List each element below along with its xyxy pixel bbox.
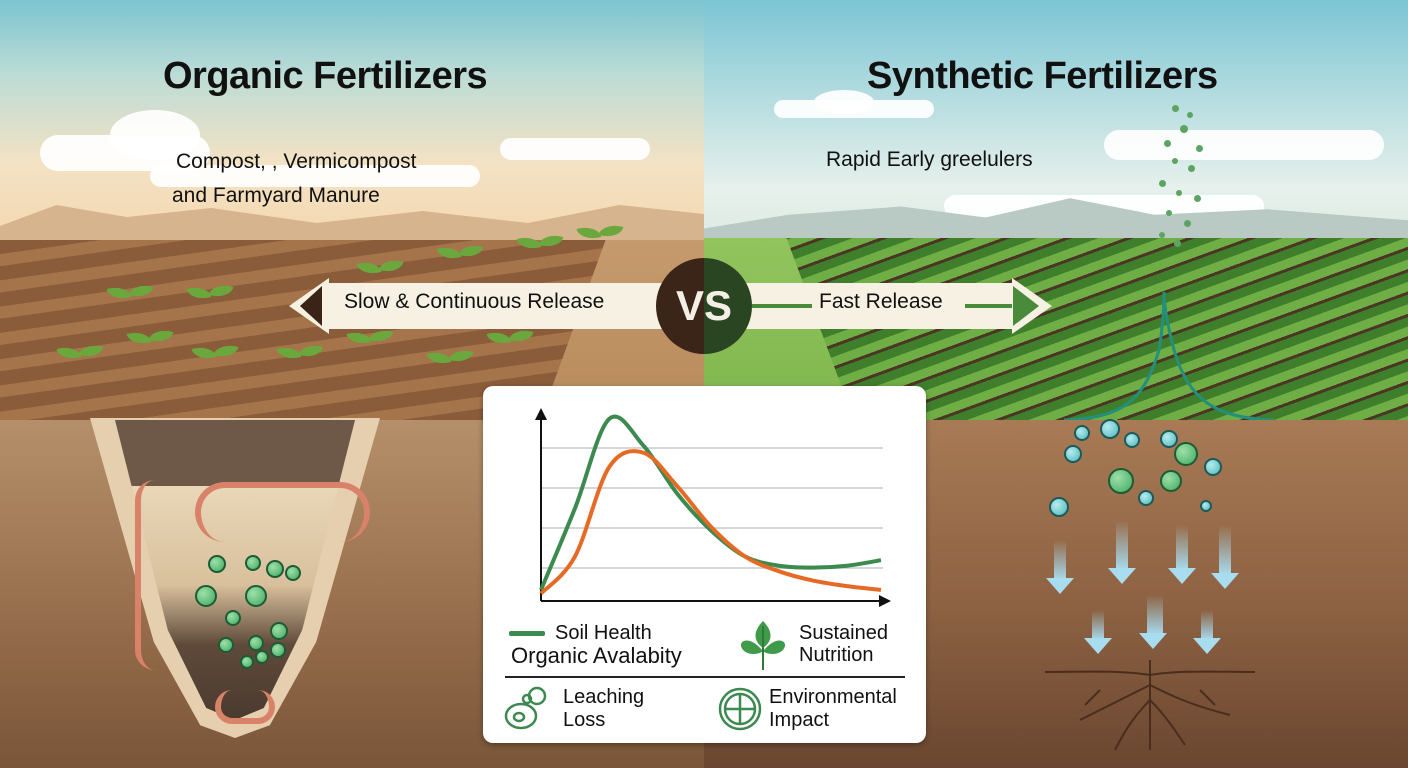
nutrient-bubble [1074, 425, 1090, 441]
chart-card: Soil Health Organic Avalabity Sustained … [483, 386, 926, 743]
earthworm-icon [215, 690, 275, 724]
granule [1196, 145, 1203, 152]
slow-release-label: Slow & Continuous Release [344, 290, 605, 313]
y-axis-arrow-icon [535, 408, 547, 420]
leaching-arrow-icon [1084, 610, 1112, 654]
x-axis-arrow-icon [879, 595, 891, 607]
soil-health-swatch-icon [509, 631, 545, 636]
cloud-icon [110, 110, 200, 160]
leaching-arrow-icon [1193, 610, 1221, 654]
nutrient-granule [266, 560, 284, 578]
nutrient-bubble [1100, 419, 1120, 439]
granule [1172, 105, 1179, 112]
legend-organic-availability: Organic Avalabity [511, 643, 682, 668]
organic-title: Organic Fertilizers [163, 55, 488, 97]
nutrient-bubble [1160, 470, 1182, 492]
legend-soil-health: Soil Health [555, 622, 652, 644]
slow-release-band [325, 283, 665, 329]
granule [1180, 125, 1188, 133]
organic-subtitle-line1: Compost, , Vermicompost [176, 150, 417, 173]
green-series-line [539, 414, 882, 591]
arrow-left-icon-inner [300, 286, 322, 326]
leaching-arrow-icon [1108, 520, 1136, 584]
legend-sustained: Sustained [799, 622, 888, 644]
granule [1172, 158, 1178, 164]
nutrient-bubble [1064, 445, 1082, 463]
nutrient-granule [195, 585, 217, 607]
nutrient-bubble [1204, 458, 1222, 476]
synthetic-panel [704, 0, 1408, 768]
legend-nutrition: Nutrition [799, 644, 874, 666]
legend-divider [505, 676, 905, 678]
granule [1194, 195, 1201, 202]
vs-badge: VS [656, 258, 752, 354]
granule [1166, 210, 1172, 216]
leaching-arrow-icon [1139, 595, 1167, 649]
granule [1188, 165, 1195, 172]
nutrient-granule [248, 635, 264, 651]
leaching-arrow-icon [1168, 525, 1196, 584]
nutrient-bubble [1108, 468, 1134, 494]
globe-cross-icon [718, 687, 762, 731]
cloud-icon [814, 90, 874, 114]
granule [1174, 240, 1181, 247]
arrow-line [752, 304, 812, 308]
legend-loss: Loss [563, 709, 606, 731]
granule [1159, 180, 1166, 187]
organic-subtitle-line2: and Farmyard Manure [172, 184, 380, 207]
earthworm-icon [195, 482, 370, 542]
cloud-icon [150, 165, 480, 187]
legend-leaching: Leaching [563, 686, 645, 708]
cloud-icon [500, 138, 650, 160]
fast-release-peak-curve [1064, 291, 1275, 422]
leaching-droplet-icon [504, 686, 547, 730]
nutrient-granule [240, 655, 254, 669]
leaching-arrow-icon [1046, 540, 1074, 594]
fast-release-label: Fast Release [819, 290, 943, 313]
synthetic-title: Synthetic Fertilizers [867, 55, 1218, 97]
nutrient-granule [270, 622, 288, 640]
nutrient-granule [285, 565, 301, 581]
plant-roots-icon [1044, 660, 1256, 751]
granule [1159, 232, 1165, 238]
nutrient-granule [245, 555, 261, 571]
orange-series-line [539, 449, 882, 596]
nutrient-granule [208, 555, 226, 573]
nutrient-bubble [1200, 500, 1212, 512]
arrow-line [965, 304, 1015, 308]
nutrient-bubble [1174, 442, 1198, 466]
nutrient-granule [218, 637, 234, 653]
nutrient-granule [255, 650, 269, 664]
nutrient-granule [225, 610, 241, 626]
nutrient-bubble [1138, 490, 1154, 506]
granule [1176, 190, 1182, 196]
legend-environmental: Environmental [769, 686, 897, 708]
nutrient-granule [270, 642, 286, 658]
leaching-arrow-icon [1211, 525, 1239, 589]
organic-panel: Organic Fertilizers Compost, , Vermicomp… [0, 0, 704, 768]
nutrient-bubble [1160, 430, 1178, 448]
leaf-sprout-icon [740, 621, 786, 670]
earthworm-icon [135, 480, 175, 670]
nutrient-bubble [1124, 432, 1140, 448]
nutrient-granule [245, 585, 267, 607]
legend-impact: Impact [769, 709, 830, 731]
synthetic-subtitle: Rapid Early greelulers [826, 148, 1033, 171]
granule [1187, 112, 1193, 118]
granule [1184, 220, 1191, 227]
release-curve-chart [535, 408, 891, 607]
arrow-right-icon-inner [1013, 286, 1039, 326]
nutrient-bubble [1049, 497, 1069, 517]
granule [1164, 140, 1171, 147]
cloud-icon [1104, 130, 1384, 160]
